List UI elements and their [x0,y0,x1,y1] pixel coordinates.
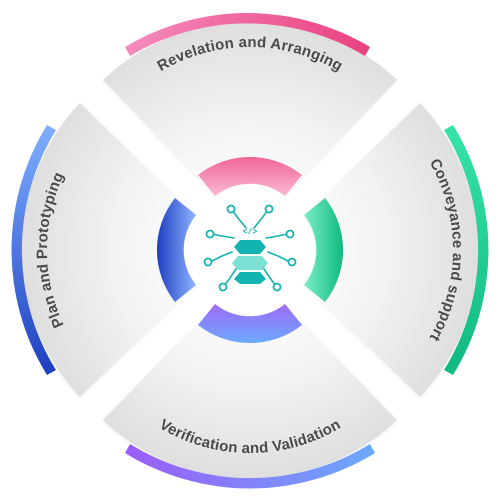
segment-bottom-inner-arc [198,304,302,344]
segment-bottom: Verification and Validation [103,304,397,489]
segment-bottom-body [103,305,397,479]
segment-right-outer-arc [444,125,489,375]
segment-right: Conveyance and support [304,103,489,397]
segment-top-inner-arc [198,156,302,196]
segment-left-outer-arc [11,125,56,375]
svg-text:</>: </> [243,228,258,237]
segment-right-body [305,103,479,397]
segment-top: Revelation and Arranging [103,13,397,196]
segment-left-body [21,103,196,397]
segment-top-body [103,21,397,195]
bug-circuit-icon: </> [195,195,305,305]
segment-right-inner-arc [304,198,344,302]
segment-left: Plan and Prototyping [11,103,196,397]
segment-bottom-outer-arc [125,444,375,489]
segment-left-inner-arc [156,198,196,302]
segment-top-outer-arc [125,13,370,56]
